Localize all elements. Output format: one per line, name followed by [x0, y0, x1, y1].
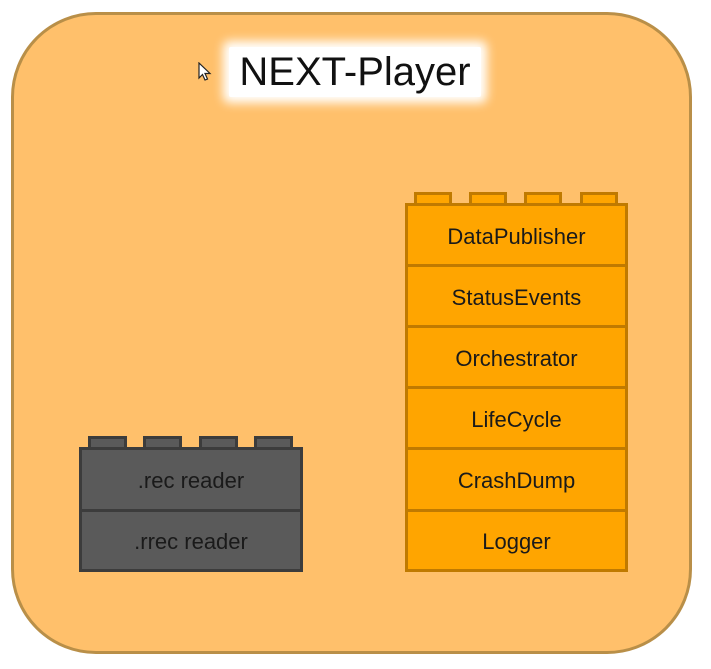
block-logger: Logger	[405, 509, 628, 572]
block-orchestrator: Orchestrator	[405, 325, 628, 386]
orange-stack-stud	[580, 192, 618, 203]
gray-stack-stud	[88, 436, 127, 447]
block-lifecycle: LifeCycle	[405, 386, 628, 447]
block-crashdump: CrashDump	[405, 447, 628, 509]
title-background	[229, 47, 481, 97]
orange-stack-stud	[524, 192, 562, 203]
block-rec-reader: .rec reader	[79, 447, 303, 509]
block-statusevents: StatusEvents	[405, 264, 628, 325]
orange-stack-stud	[414, 192, 452, 203]
mouse-cursor-icon	[198, 62, 212, 81]
block-rrec-reader: .rrec reader	[79, 509, 303, 572]
gray-stack-stud	[143, 436, 182, 447]
gray-stack-stud	[199, 436, 238, 447]
gray-stack-stud	[254, 436, 293, 447]
diagram-title: NEXT-Player	[239, 50, 471, 94]
orange-stack-stud	[469, 192, 507, 203]
block-datapublisher: DataPublisher	[405, 203, 628, 264]
